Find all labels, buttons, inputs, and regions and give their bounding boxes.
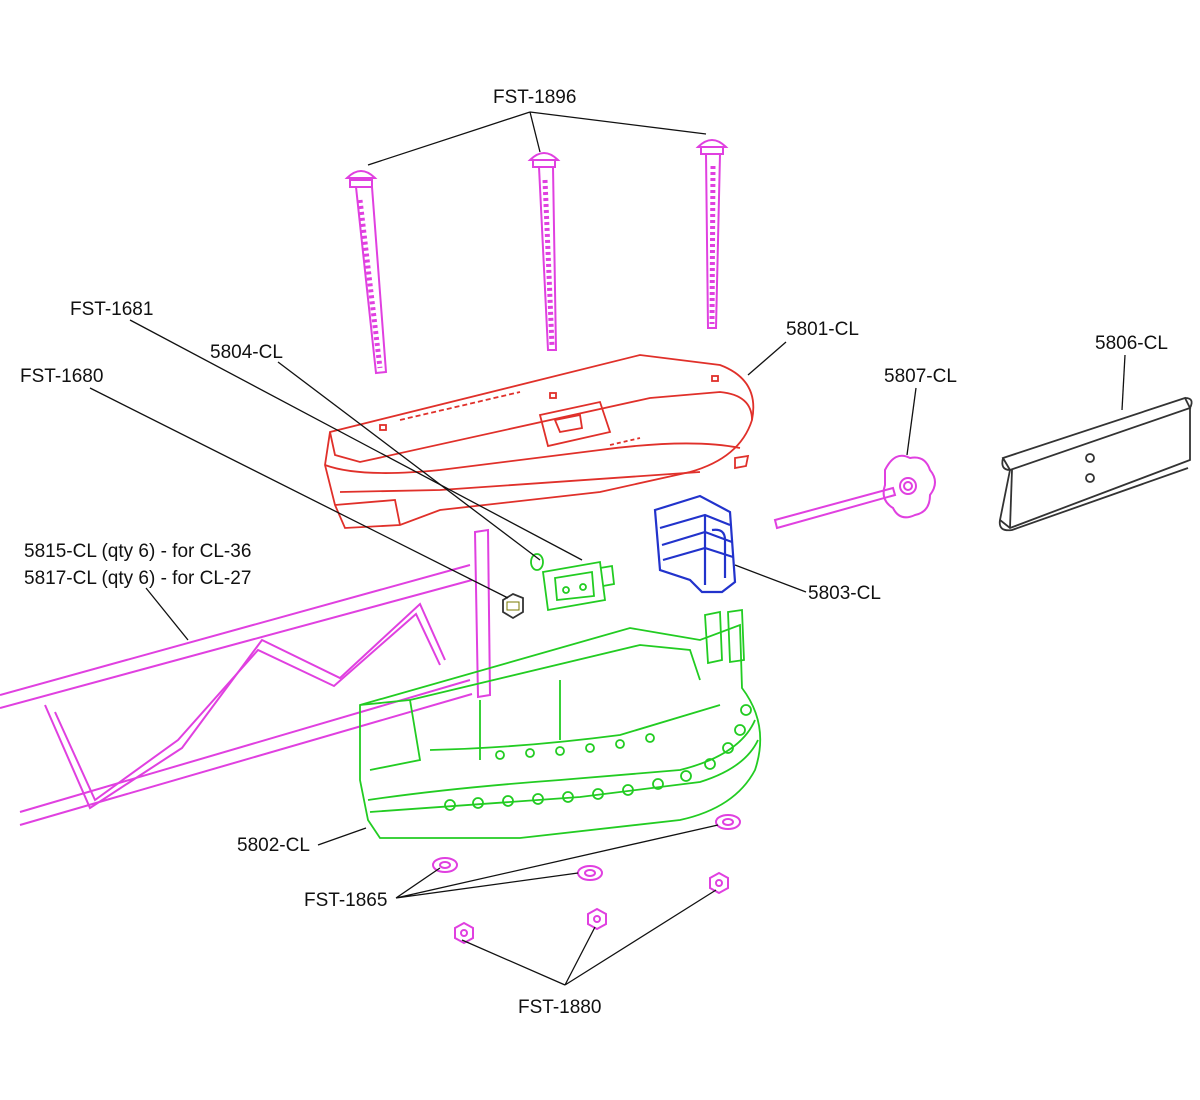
label-fst-1896: FST-1896 bbox=[493, 87, 576, 108]
part-5804-cl-nut bbox=[502, 592, 524, 620]
label-5807-cl: 5807-CL bbox=[884, 366, 957, 387]
label-5804-cl: 5804-CL bbox=[210, 342, 283, 363]
leader-5803-cl bbox=[734, 564, 807, 593]
leader-5807-cl bbox=[906, 387, 917, 456]
part-5802-cl-bottom-housing bbox=[359, 608, 762, 839]
label-5815-cl: 5815-CL (qty 6) - for CL-36 bbox=[24, 541, 251, 562]
leader-fst-1880 bbox=[461, 889, 717, 986]
leader-fst-1896 bbox=[367, 111, 707, 166]
label-5817-cl: 5817-CL (qty 6) - for CL-27 bbox=[24, 568, 251, 589]
label-5802-cl: 5802-CL bbox=[237, 835, 310, 856]
nut-fst-1880-left bbox=[454, 921, 474, 945]
bottom-housing-bumps bbox=[444, 704, 752, 811]
leader-fst-1865 bbox=[395, 824, 719, 899]
nut-fst-1880-middle bbox=[587, 907, 607, 931]
part-5803-cl-clip bbox=[653, 494, 737, 594]
bolt-fst-1896-left bbox=[344, 170, 388, 375]
leader-lines bbox=[89, 111, 1126, 986]
labels: FST-1896 FST-1681 5804-CL FST-1680 5801-… bbox=[20, 87, 1168, 1018]
washer-fst-1865-middle bbox=[577, 865, 603, 881]
label-fst-1865: FST-1865 bbox=[304, 890, 387, 911]
washer-fst-1865-right bbox=[715, 814, 741, 830]
bolt-fst-1896-right bbox=[695, 139, 729, 329]
leader-5806-cl bbox=[1121, 354, 1126, 411]
leader-5802-cl bbox=[317, 827, 367, 846]
label-fst-1880: FST-1880 bbox=[518, 997, 601, 1018]
label-fst-1680: FST-1680 bbox=[20, 366, 103, 387]
part-5801-cl-top-housing bbox=[324, 354, 755, 529]
nut-fst-1880-right bbox=[709, 871, 729, 895]
leader-5815-cl bbox=[145, 587, 189, 641]
label-5806-cl: 5806-CL bbox=[1095, 333, 1168, 354]
label-5803-cl: 5803-CL bbox=[808, 583, 881, 604]
washer-fst-1865-left bbox=[432, 857, 458, 873]
leader-fst-1681 bbox=[129, 319, 583, 561]
leader-5804-cl bbox=[277, 361, 541, 561]
label-5801-cl: 5801-CL bbox=[786, 319, 859, 340]
part-5806-cl-bracket bbox=[998, 396, 1193, 532]
leader-fst-1680 bbox=[89, 387, 509, 599]
bolt-fst-1896-middle bbox=[527, 152, 561, 351]
part-5815-5817-cl-truss bbox=[0, 528, 492, 826]
leader-5801-cl bbox=[747, 341, 787, 376]
part-fst-1681 bbox=[530, 553, 615, 612]
label-fst-1681: FST-1681 bbox=[70, 299, 153, 320]
part-5807-cl-knob bbox=[773, 454, 936, 530]
